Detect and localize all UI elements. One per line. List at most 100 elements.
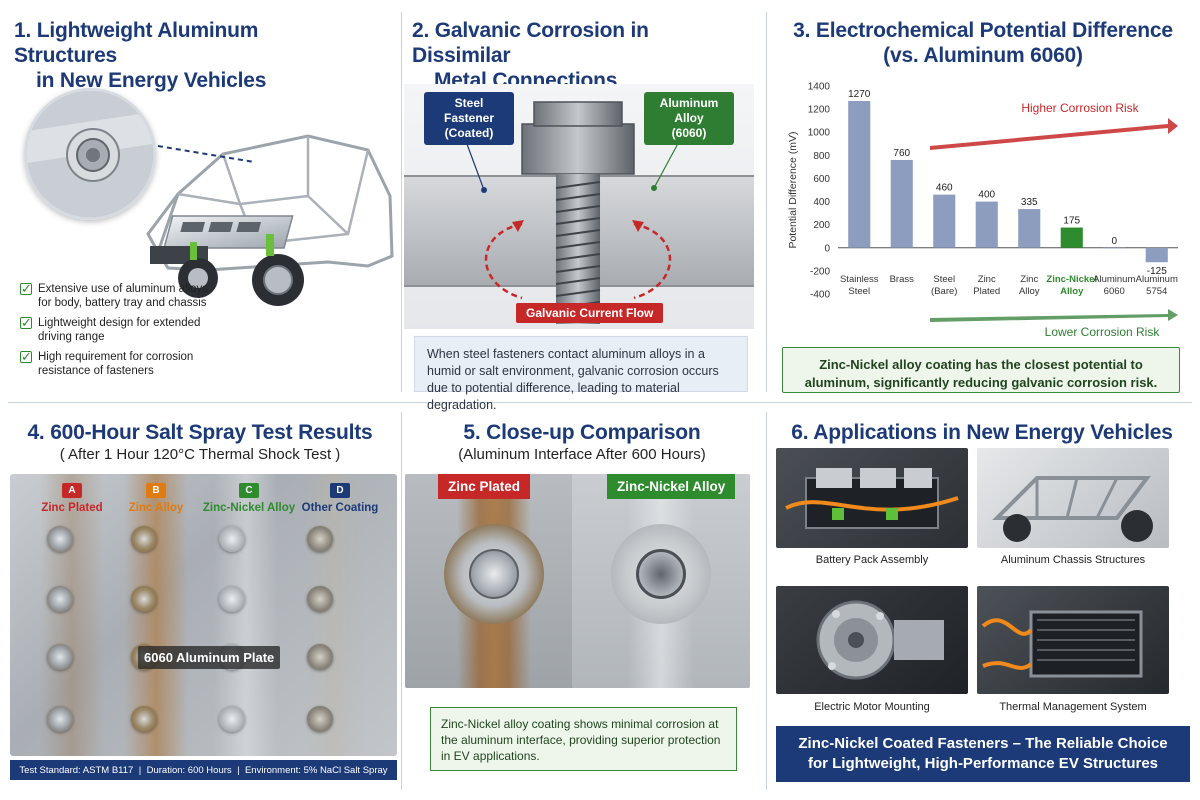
x-tick-label: Zinc	[1020, 274, 1038, 285]
corroded-bolt-head	[469, 549, 519, 599]
panel1-title-line1: 1. Lightweight Aluminum Structures	[14, 19, 259, 67]
galvanic-note: When steel fasteners contact aluminum al…	[414, 336, 748, 412]
lane-c-name: Zinc-Nickel Alloy	[202, 502, 296, 514]
app-card-chassis: Aluminum Chassis Structures	[977, 448, 1169, 576]
divider-col-4	[766, 412, 767, 790]
x-tick-label: 6060	[1104, 286, 1125, 297]
bar	[1103, 247, 1126, 249]
x-tick-label: Zinc-Nickel	[1046, 274, 1097, 285]
test-bolt	[131, 706, 157, 732]
steel-fastener-line2: (Coated)	[444, 126, 494, 140]
bar-value-label: -125	[1147, 266, 1167, 277]
zinc-plated-closeup	[405, 474, 583, 688]
x-tick-label: Steel	[848, 286, 870, 297]
y-tick-label: 600	[813, 174, 830, 185]
panel1-title: 1. Lightweight Aluminum Structures in Ne…	[14, 18, 364, 93]
aluminum-alloy-line1: Aluminum Alloy	[659, 96, 719, 125]
bar	[1145, 247, 1168, 263]
test-standard: Test Standard: ASTM B117	[19, 764, 134, 776]
y-tick-label: -200	[810, 266, 830, 277]
y-tick-label: 200	[813, 220, 830, 231]
x-tick-label: Alloy	[1060, 286, 1084, 297]
panel3-title-line2: (vs. Aluminum 6060)	[883, 44, 1083, 67]
lane-a-name: Zinc Plated	[41, 502, 103, 514]
chassis-caption: Aluminum Chassis Structures	[1000, 554, 1146, 566]
separator: |	[237, 764, 240, 776]
ev-aluminum-frame-illustration	[146, 134, 394, 306]
high-risk-arrow	[930, 118, 1178, 150]
chassis-image	[977, 448, 1169, 548]
bullet-text: High requirement for corrosion resistanc…	[38, 351, 194, 377]
test-bolt	[131, 526, 157, 552]
panel3-title: 3. Electrochemical Potential Difference …	[776, 18, 1190, 68]
x-tick-label: (Bare)	[931, 286, 957, 297]
panel5-title: 5. Close-up Comparison	[463, 421, 701, 444]
lane-b-header: B Zinc Alloy	[111, 480, 201, 514]
thermal-system-caption: Thermal Management System	[999, 701, 1147, 713]
bar-value-label: 760	[893, 148, 910, 159]
bar-value-label: 175	[1063, 216, 1080, 227]
battery-pack-caption: Battery Pack Assembly	[815, 554, 929, 566]
test-bolt	[307, 644, 333, 670]
lane-d-header: D Other Coating	[295, 480, 385, 514]
lane-d-name: Other Coating	[301, 502, 379, 514]
bar-value-label: 0	[1111, 236, 1117, 247]
bullet-text: Extensive use of aluminum alloys for bod…	[38, 283, 209, 309]
y-tick-label: 400	[813, 197, 830, 208]
test-standard-bar: Test Standard: ASTM B117 | Duration: 600…	[10, 760, 397, 780]
x-tick-label: Steel	[933, 274, 955, 285]
lane-b-badge: B	[146, 483, 166, 498]
motor-caption: Electric Motor Mounting	[814, 701, 930, 713]
bar	[975, 201, 998, 248]
checkbox-icon: ✓	[20, 281, 32, 296]
test-bolt	[47, 526, 73, 552]
bar-value-label: 400	[978, 190, 995, 201]
test-bolt	[219, 586, 245, 612]
app-card-thermal: Thermal Management System	[977, 586, 1169, 714]
zinc-nickel-tag: Zinc-Nickel Alloy	[607, 474, 736, 499]
test-bolt	[307, 706, 333, 732]
divider-row	[8, 402, 1192, 403]
x-tick-label: Alloy	[1019, 286, 1040, 297]
bar	[1060, 227, 1083, 248]
app-card-battery: Battery Pack Assembly	[776, 448, 968, 576]
panel2-title-line1: 2. Galvanic Corrosion in Dissimilar	[412, 19, 649, 67]
y-tick-label: 0	[824, 243, 830, 254]
steel-nut	[521, 123, 635, 175]
test-duration: Duration: 600 Hours	[146, 764, 232, 776]
bullet-text: Lightweight design for extended driving …	[38, 317, 201, 343]
panel1-title-line2: in New Energy Vehicles	[36, 69, 267, 92]
lane-a-header: A Zinc Plated	[27, 480, 117, 514]
panel2-title: 2. Galvanic Corrosion in Dissimilar Meta…	[412, 18, 752, 93]
app-card-motor: Electric Motor Mounting	[776, 586, 968, 714]
bullet-item: ✓ High requirement for corrosion resista…	[20, 350, 220, 378]
y-tick-label: 800	[813, 151, 830, 162]
panel5-subtitle: (Aluminum Interface After 600 Hours)	[458, 446, 706, 463]
thermal-system-image	[977, 586, 1169, 694]
bar-value-label: 335	[1021, 197, 1038, 208]
aluminum-alloy-line2: (6060)	[671, 126, 707, 140]
x-tick-label: Aluminum	[1093, 274, 1135, 285]
steel-fastener-line1: Steel Fastener	[443, 96, 495, 125]
test-bolt	[47, 586, 73, 612]
x-tick-label: Brass	[890, 274, 915, 285]
x-tick-label: Stainless	[840, 274, 879, 285]
potential-difference-chart: Potential Difference (mV) -400 -200 0 200 400…	[787, 82, 1178, 339]
low-risk-arrow	[930, 309, 1178, 322]
test-bolt	[47, 644, 73, 670]
lane-c-badge: C	[239, 483, 259, 498]
bar-value-label: 1270	[848, 89, 871, 100]
high-risk-label: Higher Corrosion Risk	[1021, 101, 1139, 115]
conclusion-line2: for Lightweight, High-Performance EV Str…	[807, 755, 1159, 772]
separator: |	[138, 764, 142, 776]
panel6-title: 6. Applications in New Energy Vehicles	[791, 421, 1173, 444]
low-risk-label: Lower Corrosion Risk	[1045, 325, 1161, 339]
bar	[890, 159, 913, 248]
aluminum-plate-label: 6060 Aluminum Plate	[138, 646, 281, 669]
test-bolt	[307, 526, 333, 552]
test-bolt	[47, 706, 73, 732]
y-axis-label: Potential Difference (mV)	[787, 131, 799, 248]
fastener-zoom-view	[24, 88, 156, 220]
y-tick-label: -400	[810, 290, 830, 301]
test-environment: Environment: 5% NaCl Salt Spray	[244, 764, 388, 776]
